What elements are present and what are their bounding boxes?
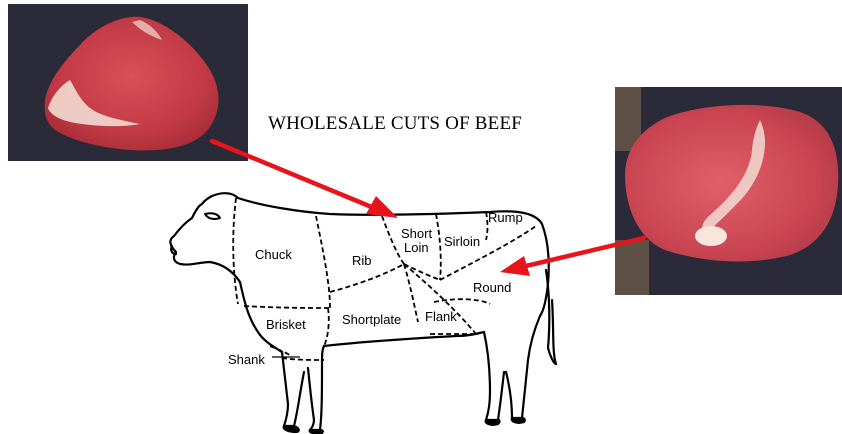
line-rib-shortplate <box>330 264 404 292</box>
label-short-loin-line2: Loin <box>404 240 429 255</box>
label-shortplate: Shortplate <box>342 312 401 327</box>
photo-left-short-loin <box>8 4 248 161</box>
label-chuck: Chuck <box>255 247 292 262</box>
line-round-lower <box>434 299 490 304</box>
line-shortloin-sirloin <box>436 214 441 280</box>
steak-right <box>625 105 838 262</box>
arrow-left-shaft <box>212 141 374 208</box>
photo-right-edge-bottom <box>615 240 649 295</box>
label-round: Round <box>473 280 511 295</box>
line-shortplate-flank <box>404 264 418 322</box>
label-sirloin: Sirloin <box>444 234 480 249</box>
line-chuck-brisket <box>244 306 330 308</box>
arrow-right-head <box>500 256 530 276</box>
steak-right-bone <box>695 226 727 246</box>
line-chuck-neck <box>233 198 238 304</box>
photo-right-round <box>615 87 842 295</box>
label-rib: Rib <box>352 253 372 268</box>
label-brisket: Brisket <box>266 317 306 332</box>
line-shank-bottom <box>282 358 324 360</box>
label-flank: Flank <box>425 309 457 324</box>
label-rump: Rump <box>488 210 523 225</box>
label-shank: Shank <box>228 352 265 367</box>
line-chuck-rib <box>316 216 330 308</box>
label-short-loin-line1: Short <box>401 226 432 241</box>
line-shortloin-sirloin-base <box>404 264 440 280</box>
arrow-left-to-short-loin <box>212 141 398 218</box>
line-shank-top <box>270 346 292 356</box>
line-brisket-shortplate <box>324 308 329 346</box>
